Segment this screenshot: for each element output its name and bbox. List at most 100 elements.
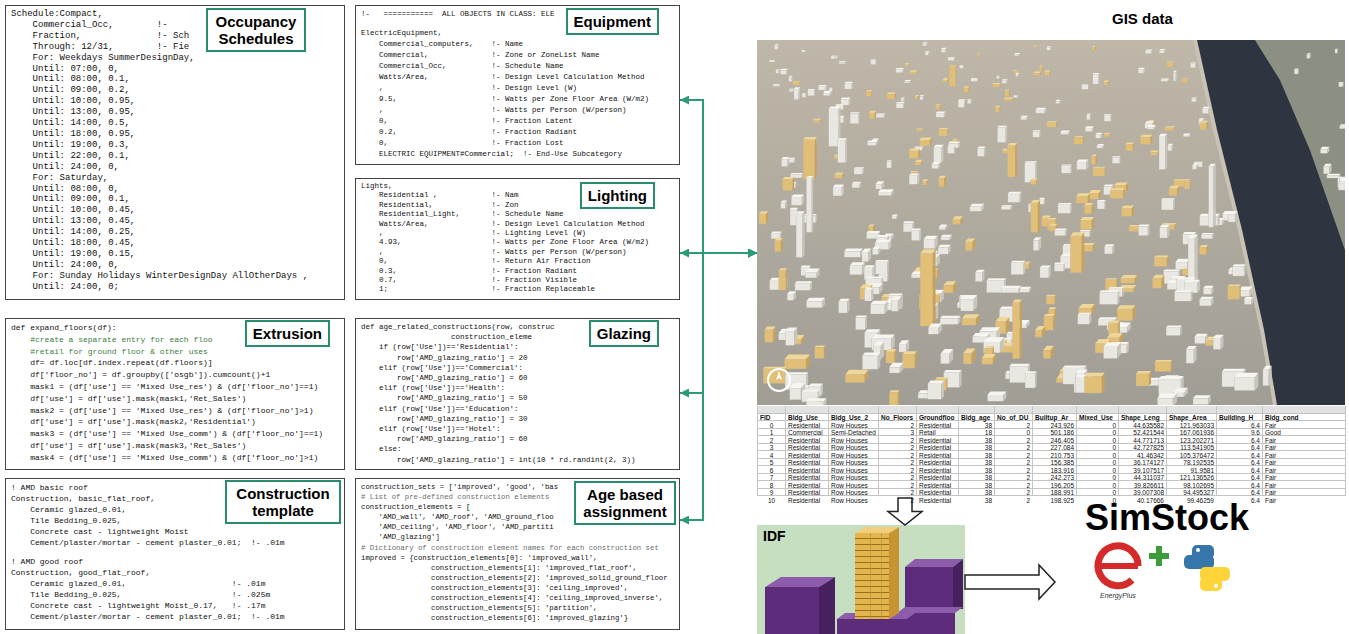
building-face [878,192,891,196]
building-face [1138,226,1148,235]
building-face [862,252,868,262]
building-roof [962,314,979,318]
building-roof [790,173,803,174]
building-roof [1093,73,1100,74]
building-face [1084,205,1091,214]
building-roof [936,104,941,106]
building-face [1186,349,1194,363]
code-line: Until: 09:00, 0.2, [11,85,130,96]
building-side [898,390,900,405]
table-text: Residential [788,422,820,429]
data-link [680,253,757,520]
building-roof [806,298,824,301]
building-face [1202,108,1208,113]
table-header-cell: Mixed_Use [1077,406,1119,414]
building-side [1191,290,1193,301]
building-side [846,138,847,163]
building-roof [985,346,994,348]
building-roof [934,145,944,147]
table-text: No_Floors [881,414,913,421]
building-roof [838,138,847,140]
building-roof [1044,70,1050,71]
building-face [1046,296,1054,304]
table-text: Semi-Detached [831,429,876,436]
building-face [1200,123,1207,130]
building-side [1176,71,1177,81]
table-header-cell: Bldg_Use [786,406,829,414]
building-face [1093,74,1099,84]
label-text: Lighting [588,187,647,204]
building-face [1054,264,1063,271]
building-face [1228,286,1240,299]
building-roof [1074,136,1084,137]
panel-label: Construction template [225,480,341,524]
building-roof [1166,326,1182,328]
table-text: 0 [770,422,774,429]
code-line: construction_elements[2]: 'improved_soli… [361,573,668,583]
building-roof [1263,366,1272,370]
building-face [1070,236,1081,273]
building-side [872,288,874,301]
building-face [1047,47,1051,50]
building-roof [1049,307,1056,309]
building-roof [944,370,962,373]
building-face [949,66,955,87]
table-text: Row Houses [831,444,868,451]
building-roof [1177,277,1196,279]
code-line: elif (row['Use'])=='Commercial': [361,363,523,373]
building-roof [952,216,962,219]
building-face [796,214,802,258]
code-line: if (row['Use'])=='Residential': [361,342,519,352]
building-side [1118,290,1120,304]
building-face [965,242,972,251]
code-line: Commercial_computers, !- Name [361,39,523,50]
building-roof [1136,371,1151,374]
building-roof [1169,186,1180,189]
building-roof [818,85,827,86]
code-line: Until: 18:00, 0.95, [11,129,135,140]
building-roof [887,160,892,162]
building-roof [1233,264,1246,266]
box-title: IDF [763,528,786,544]
table-text: 6.4 [1251,474,1260,481]
block-top [905,559,963,567]
building-face [1015,74,1017,76]
code-line: , !- Lighting Level (W) [361,229,586,238]
building-face [808,90,814,96]
building-roof [1054,263,1065,264]
river [1195,40,1345,405]
table-text: Row Houses [831,497,868,504]
building-face [779,270,786,290]
table-text: 2 [1026,444,1030,451]
building-side [824,345,825,358]
building-face [1166,327,1180,335]
code-line: Schedule:Compact, [11,9,103,20]
table-text: Fair [1265,467,1276,474]
building-roof [813,119,821,121]
code-line: improved = {construction_elements[0]: 'i… [361,553,597,563]
building-side [947,128,948,136]
building-face [977,148,984,156]
building-roof [958,99,965,101]
table-text: Residential [788,459,820,466]
building-roof [904,80,911,81]
building-face [1234,377,1255,391]
building-face [786,331,795,345]
building-roof [1080,230,1091,231]
table-text: 44.311037 [1134,474,1164,481]
building-roof [1076,370,1088,374]
table-text: 6.4 [1251,422,1260,429]
table-text: 3 [770,444,774,451]
building-face [1263,369,1269,385]
building-roof [802,390,820,392]
building-roof [1339,81,1344,83]
code-line: Fraction, !- Sch [11,31,189,42]
building-roof [1104,184,1114,186]
table-text: 246.405 [1051,437,1075,444]
building-face [852,184,859,188]
building-roof [874,342,885,346]
building-roof [975,270,984,273]
building-roof [1159,49,1165,50]
label-text: Equipment [574,13,652,30]
building-face [850,266,862,275]
